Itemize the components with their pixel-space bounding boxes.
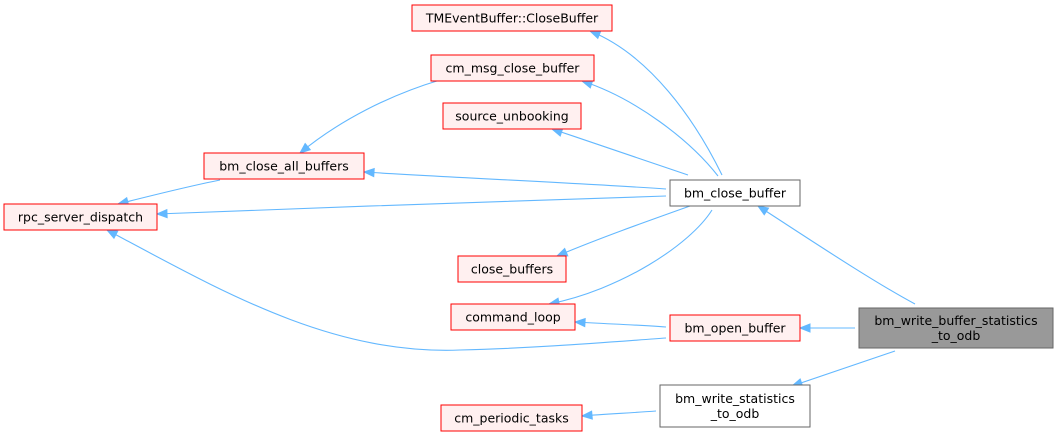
- edge-close_buffer-to-write_buffer_statistics: [756, 205, 916, 305]
- edge-rpc_server_dispatch-to-close_all_buffers: [116, 179, 221, 207]
- node-box: [669, 314, 801, 342]
- edge-line: [156, 195, 667, 215]
- node-label: rpc_server_dispatch: [18, 210, 143, 225]
- edge-arrowhead: [155, 208, 168, 219]
- edge-rpc_server_dispatch-to-close_buffer: [155, 195, 667, 219]
- node-close-buffers[interactable]: close_buffers: [457, 255, 567, 283]
- node-label: bm_write_statistics: [675, 391, 795, 406]
- edge-cm_msg_close-to-close_buffer: [580, 79, 719, 177]
- node-box: [203, 152, 365, 180]
- edge-line: [581, 80, 719, 177]
- node-label: _to_odb: [710, 406, 760, 421]
- node-rpc-server-dispatch[interactable]: rpc_server_dispatch: [3, 203, 158, 231]
- edge-line: [791, 350, 896, 387]
- node-label: bm_close_all_buffers: [219, 159, 348, 174]
- edge-line: [556, 205, 691, 257]
- edge-arrowhead: [105, 229, 119, 240]
- nodes-layer: bm_write_buffer_statistics_to_odbbm_clos…: [3, 4, 1054, 432]
- edge-arrowhead: [555, 247, 569, 257]
- edge-close_buffers-to-close_buffer: [555, 205, 691, 257]
- edge-line: [117, 179, 221, 205]
- node-box: [450, 303, 576, 331]
- edge-line: [581, 410, 657, 417]
- edge-cm_periodic_tasks-to-write_statistics: [580, 410, 657, 420]
- edge-open_buffer-to-write_buffer_statistics: [798, 323, 855, 333]
- edge-line: [299, 79, 441, 154]
- edge-line: [106, 229, 667, 351]
- node-label: bm_close_buffer: [684, 186, 787, 201]
- node-box: [3, 203, 158, 231]
- edge-close_all_buffers-to-close_buffer: [362, 167, 667, 190]
- node-tmevent-close[interactable]: TMEventBuffer::CloseBuffer: [411, 4, 613, 32]
- edge-rpc_server_dispatch-to-open_buffer: [105, 229, 667, 351]
- node-cm-periodic-tasks[interactable]: cm_periodic_tasks: [440, 404, 583, 432]
- node-close-buffer[interactable]: bm_close_buffer: [669, 179, 801, 207]
- edge-line: [574, 321, 667, 328]
- edge-line: [551, 128, 689, 176]
- node-label: source_unbooking: [455, 109, 568, 124]
- node-command-loop[interactable]: command_loop: [450, 303, 576, 331]
- node-close-all-buffers[interactable]: bm_close_all_buffers: [203, 152, 365, 180]
- edge-line: [757, 205, 916, 305]
- node-box: [411, 4, 613, 32]
- edge-command_loop-to-open_buffer: [573, 317, 667, 328]
- node-box: [669, 179, 801, 207]
- node-label: close_buffers: [471, 262, 553, 277]
- edge-line: [548, 209, 713, 305]
- node-label: cm_msg_close_buffer: [446, 61, 581, 76]
- edge-arrowhead: [362, 167, 375, 178]
- edge-arrowhead: [756, 205, 770, 216]
- node-cm-msg-close[interactable]: cm_msg_close_buffer: [430, 54, 595, 82]
- node-box: [430, 54, 595, 82]
- node-box: [442, 102, 582, 130]
- node-write-statistics[interactable]: bm_write_statistics_to_odb: [659, 384, 811, 428]
- edge-source_unbooking-to-close_buffer: [550, 127, 689, 176]
- node-label: cm_periodic_tasks: [454, 411, 569, 426]
- node-label: bm_open_buffer: [684, 321, 786, 336]
- node-open-buffer[interactable]: bm_open_buffer: [669, 314, 801, 342]
- edges-layer: [105, 30, 916, 420]
- edge-line: [589, 30, 723, 176]
- edge-arrowhead: [573, 317, 586, 328]
- edge-command_loop-to-close_buffer: [547, 209, 713, 307]
- edge-close_all_buffers-to-cm_msg_close: [298, 79, 441, 154]
- edge-arrowhead: [798, 323, 811, 333]
- edge-arrowhead: [580, 410, 593, 420]
- edge-tmevent_close-to-close_buffer: [588, 30, 723, 176]
- edge-write_statistics-to-write_buffer_statistics: [790, 350, 896, 388]
- node-source-unbooking[interactable]: source_unbooking: [442, 102, 582, 130]
- node-label: command_loop: [465, 310, 560, 325]
- node-box: [457, 255, 567, 283]
- node-box: [858, 307, 1054, 349]
- node-label: _to_odb: [931, 328, 981, 343]
- node-label: TMEventBuffer::CloseBuffer: [425, 11, 599, 26]
- edge-arrowhead: [588, 30, 602, 40]
- node-box: [659, 384, 811, 428]
- node-write-buffer-statistics[interactable]: bm_write_buffer_statistics_to_odb: [858, 307, 1054, 349]
- edge-arrowhead: [550, 127, 564, 137]
- node-label: bm_write_buffer_statistics: [874, 313, 1037, 328]
- edge-line: [363, 171, 667, 190]
- edge-arrowhead: [298, 142, 312, 154]
- node-box: [440, 404, 583, 432]
